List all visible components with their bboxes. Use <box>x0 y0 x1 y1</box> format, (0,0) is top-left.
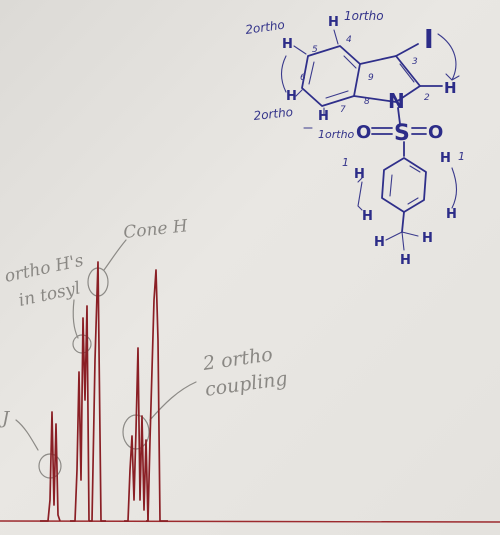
atom-sulfur: S <box>394 121 410 146</box>
n-s-bond <box>397 107 401 125</box>
note-left-edge: J <box>0 408 11 429</box>
indole-tosyl-structure: I H N O S O H H H H H H H 1 1 H H <box>244 9 465 268</box>
indole-coupling-arrow-left <box>280 55 287 93</box>
pyrrole-double-bond <box>399 63 415 83</box>
label-upper-2ortho: 2ortho <box>244 18 285 37</box>
methyl-h-right: H <box>422 231 433 246</box>
cone-pointer <box>103 239 127 271</box>
tosyl-coupling-arrow-right <box>451 167 458 209</box>
methyl-h-bonds <box>385 231 419 251</box>
iodo-arrow <box>437 33 460 81</box>
pencil-annotations: J ortho H's in tosyl Cone H 2 ortho coup… <box>0 216 289 479</box>
indole-h-top: H <box>328 15 339 30</box>
ring-number-7: 7 <box>340 105 346 115</box>
s-o-right-double-bond <box>411 127 427 135</box>
peak-group-ortho <box>70 305 90 522</box>
ring-number-4: 4 <box>346 35 352 45</box>
indole-benzene-inner-bonds <box>308 55 357 99</box>
indole-h-bottom-left-bond <box>295 89 303 97</box>
ring-number-3: 3 <box>412 57 418 67</box>
methyl-h-bottom: H <box>400 253 411 268</box>
tosyl-h-top-right: H <box>440 151 451 166</box>
ring-number-2: 2 <box>424 93 430 103</box>
indole-h-left-bond <box>293 45 307 55</box>
left-edge-pointer <box>15 419 39 451</box>
atom-h-c2: H <box>444 79 457 97</box>
s-o-left-double-bond <box>371 127 393 135</box>
coupling-pointer <box>149 381 197 421</box>
peak-group-left <box>40 411 61 522</box>
methyl-h-left: H <box>374 235 385 250</box>
methyl-wedge <box>401 211 405 233</box>
nmr-trace <box>0 261 500 523</box>
indole-h-bottom: H <box>318 109 329 124</box>
atom-oxygen-left: O <box>356 122 371 143</box>
tosyl-label-1-left: 1 <box>342 156 349 169</box>
atom-oxygen-right: O <box>428 122 443 143</box>
ring-number-6: 6 <box>300 73 306 83</box>
tosyl-inner-bonds <box>389 165 421 205</box>
tosyl-label-1-right: 1 <box>458 150 465 163</box>
spectrum-baseline <box>0 520 500 523</box>
tosyl-h-bottom-right: H <box>446 207 457 222</box>
label-lower-2ortho: 2ortho <box>253 105 294 123</box>
indole-h-bottom-left: H <box>286 89 297 104</box>
atom-nitrogen: N <box>388 89 405 113</box>
atom-iodo: I <box>424 25 434 55</box>
ring-number-8: 8 <box>364 97 370 107</box>
indole-h-top-bond <box>333 29 339 45</box>
tosyl-h-bottom-left: H <box>362 209 373 224</box>
peak-group-coupling-right <box>146 269 168 522</box>
ring-number-5: 5 <box>312 45 318 55</box>
label-upper-1ortho: 1ortho <box>344 9 384 23</box>
tosyl-h-top-left: H <box>354 167 365 182</box>
peak-group-coupling-left <box>124 347 149 522</box>
label-lower-1ortho: 1ortho <box>318 128 355 141</box>
iodo-bond <box>395 43 419 57</box>
tosyl-coupling-arrow-left <box>357 177 363 211</box>
indole-h-left: H <box>282 37 293 52</box>
peak-cone-h <box>89 261 106 522</box>
ring-number-9: 9 <box>368 73 374 83</box>
